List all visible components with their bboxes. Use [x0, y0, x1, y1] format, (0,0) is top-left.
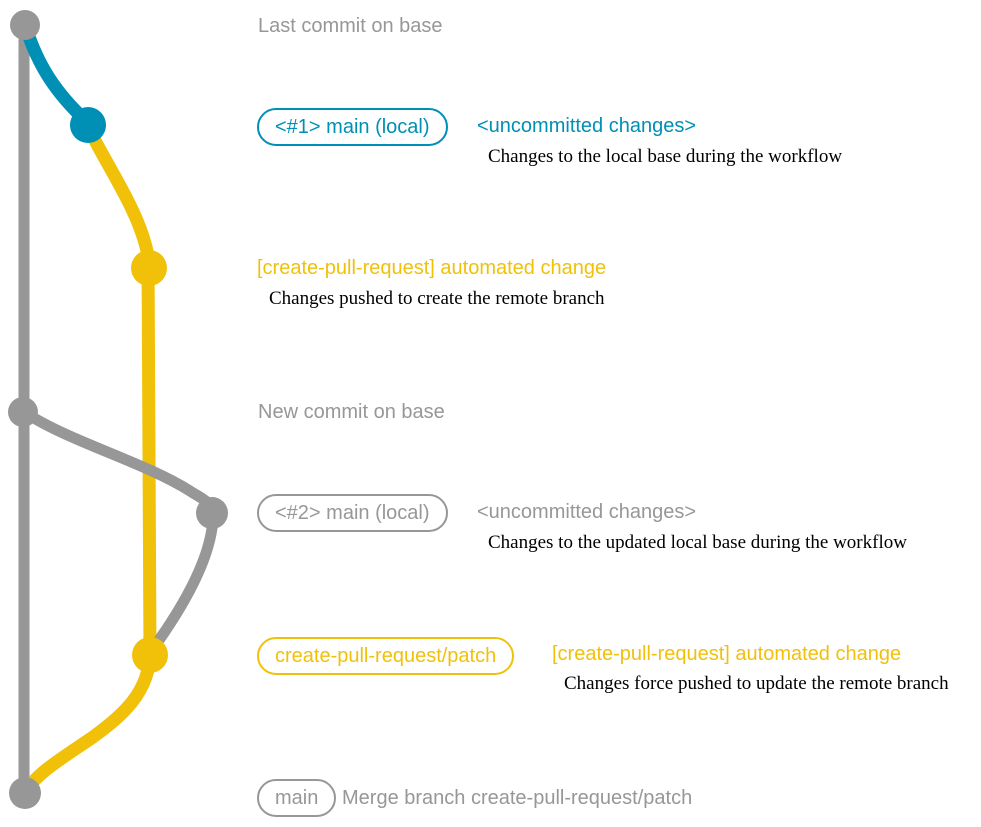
commit-message-merge-branch: Merge branch create-pull-request/patch [342, 787, 693, 809]
annotation-updated-local-base-changes: Changes to the updated local base during… [488, 532, 907, 553]
heading-new-commit-on-base: New commit on base [258, 401, 445, 423]
commit-dot-patch-1 [131, 250, 167, 286]
commit-message-automated-change-2: [create-pull-request] automated change [552, 643, 902, 665]
commit-dot-patch-2 [132, 637, 168, 673]
commit-dot-main-1 [70, 107, 106, 143]
branch-pill-main-local-1: <#1> main (local) [257, 108, 448, 146]
local-main-branch-line [19, 21, 93, 128]
commit-dot-new-base [8, 397, 38, 427]
annotation-local-base-changes: Changes to the local base during the wor… [488, 146, 843, 167]
commit-message-uncommitted-2: <uncommitted changes> [477, 501, 697, 523]
updated-main-branch-line [18, 406, 219, 656]
branch-pill-main-local-2: <#2> main (local) [257, 494, 448, 532]
commit-message-automated-change-1: [create-pull-request] automated change [257, 257, 607, 279]
branch-pill-main: main [257, 779, 337, 817]
commit-dot-last-base [10, 10, 40, 40]
commit-dot-main-2 [196, 497, 228, 529]
branch-pill-create-pull-request-patch: create-pull-request/patch [257, 637, 515, 675]
patch-branch-line [19, 120, 157, 798]
commit-dot-merge [9, 777, 41, 809]
commit-message-uncommitted-1: <uncommitted changes> [477, 115, 697, 137]
annotation-changes-pushed: Changes pushed to create the remote bran… [269, 288, 605, 309]
heading-last-commit-on-base: Last commit on base [258, 15, 443, 37]
annotation-changes-force-pushed: Changes force pushed to update the remot… [564, 673, 949, 694]
